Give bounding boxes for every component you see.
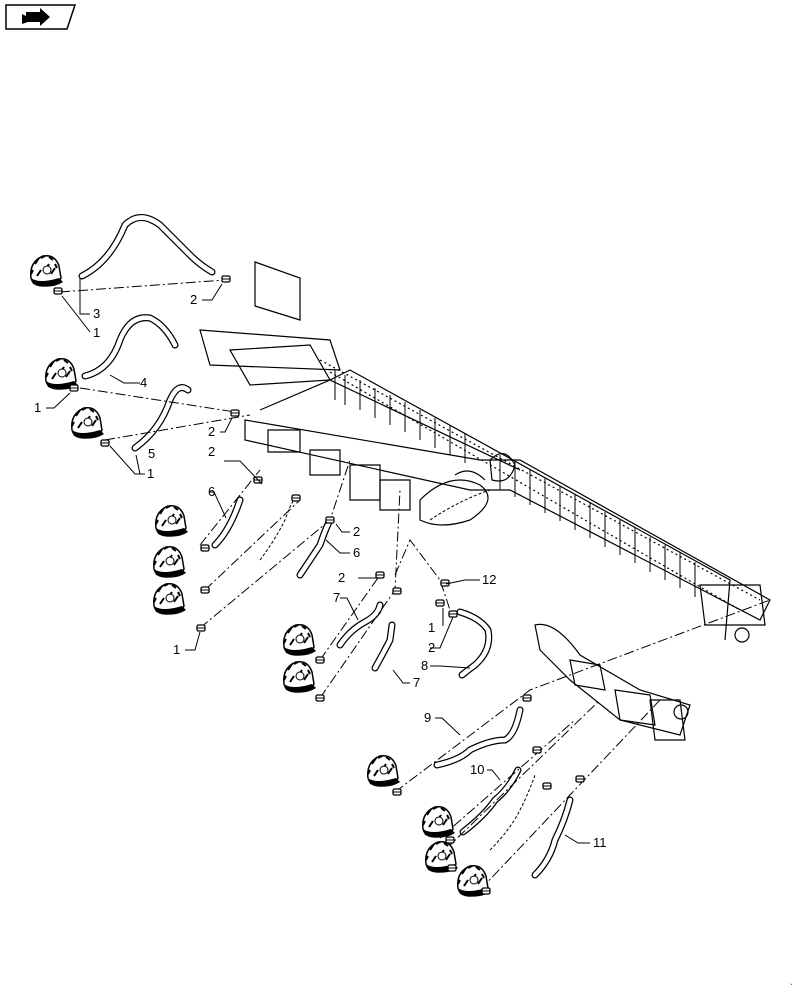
beam-brackets [334, 370, 696, 597]
callout-label: 10 [470, 762, 484, 777]
callout-label: 12 [482, 572, 496, 587]
callout-label: 9 [424, 710, 431, 725]
callout-label: 4 [140, 375, 147, 390]
callout-label: 1 [173, 642, 180, 657]
callout-label: 3 [93, 306, 100, 321]
callout-label: 2 [208, 424, 215, 439]
corner-mark: ` [790, 983, 793, 992]
callout-label: 2 [208, 444, 215, 459]
callout-label: 2 [190, 292, 197, 307]
callout-label: 2 [428, 640, 435, 655]
callout-label: 5 [148, 446, 155, 461]
wheel-assemblies [29, 254, 491, 898]
callout-label: 1 [147, 466, 154, 481]
callout-label: 7 [333, 590, 340, 605]
callout-label: 11 [593, 835, 607, 850]
callout-label: 2 [353, 524, 360, 539]
main-frame [199, 261, 771, 741]
callout-label: 1 [34, 400, 41, 415]
callout-label: 1 [93, 325, 100, 340]
callout-label: 8 [421, 658, 428, 673]
callout-label: 1 [428, 620, 435, 635]
callout-labels: 3 1 2 4 1 2 5 1 2 6 2 6 2 12 7 1 2 1 8 7… [34, 292, 607, 850]
callout-label: 7 [413, 675, 420, 690]
callout-label: 6 [208, 484, 215, 499]
callout-label: 2 [338, 570, 345, 585]
page-navigation-icon[interactable] [4, 4, 77, 30]
callout-label: 6 [353, 545, 360, 560]
callout-leaders [46, 278, 590, 844]
